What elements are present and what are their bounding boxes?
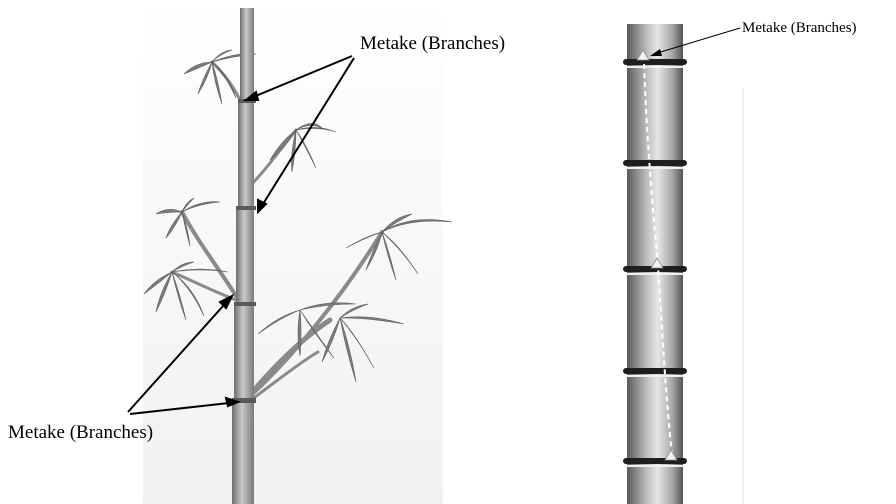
node-highlight bbox=[627, 273, 683, 275]
culm-node bbox=[234, 302, 256, 306]
node-highlight bbox=[627, 167, 683, 169]
node-highlight bbox=[627, 66, 683, 68]
culm-node bbox=[236, 206, 256, 210]
culm-segment bbox=[236, 210, 254, 304]
node-ring bbox=[623, 59, 687, 65]
label-metake-branches-right: Metake (Branches) bbox=[742, 20, 857, 37]
culm-segment bbox=[234, 306, 254, 400]
label-metake-branches-top: Metake (Branches) bbox=[360, 33, 505, 55]
left-panel-backdrop bbox=[143, 0, 443, 504]
right-bamboo bbox=[623, 24, 743, 504]
node-highlight bbox=[627, 465, 683, 467]
node-ring bbox=[623, 160, 687, 166]
node-ring bbox=[623, 458, 687, 464]
label-metake-branches-bottom: Metake (Branches) bbox=[8, 422, 153, 444]
node-ring bbox=[623, 368, 687, 374]
culm-segment bbox=[240, 8, 254, 100]
culm-segment bbox=[238, 102, 254, 208]
node-highlight bbox=[627, 375, 683, 377]
culm-segment bbox=[232, 402, 254, 504]
